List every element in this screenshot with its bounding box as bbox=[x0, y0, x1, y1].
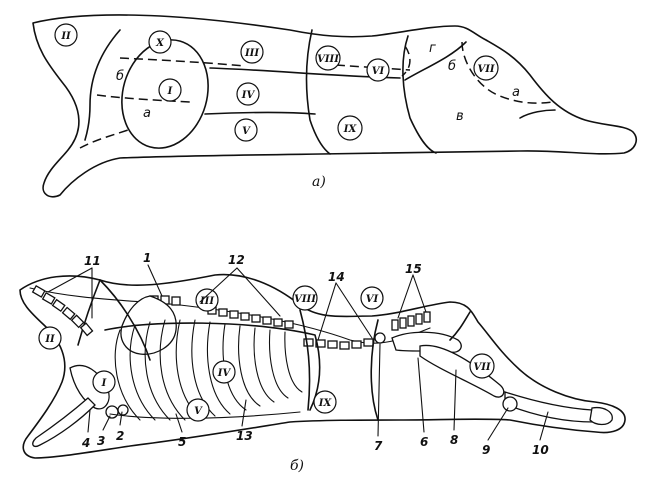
dashed-front-2 bbox=[96, 94, 191, 103]
elbow-joint bbox=[105, 405, 119, 419]
label-1: 1 bbox=[143, 251, 151, 265]
label-8: 8 bbox=[450, 433, 458, 447]
figure-b-region-VII: VII bbox=[469, 353, 495, 379]
svg-text:V: V bbox=[242, 126, 251, 137]
hip-line bbox=[404, 41, 467, 81]
figure-b-region-III: III bbox=[195, 288, 219, 312]
svg-text:III: III bbox=[244, 48, 259, 59]
svg-text:VIII: VIII bbox=[317, 54, 339, 65]
figure-b-region-VI: VI bbox=[360, 286, 384, 310]
svg-text:VI: VI bbox=[372, 66, 385, 77]
svg-text:IV: IV bbox=[241, 90, 256, 101]
shoulder-separator bbox=[99, 279, 151, 361]
figure-b-region-V: V bbox=[186, 398, 210, 422]
figure-a: II X III VIII VI VII I IV bbox=[32, 14, 637, 198]
neck-vertebrae bbox=[31, 285, 94, 337]
femur bbox=[419, 344, 505, 398]
svg-text:VII: VII bbox=[477, 64, 494, 75]
figure-a-region-VIII: VIII bbox=[315, 45, 341, 71]
svg-text:I: I bbox=[167, 86, 173, 97]
letter-g: г bbox=[429, 41, 436, 56]
label-7: 7 bbox=[374, 439, 383, 453]
hind-line bbox=[519, 109, 556, 119]
label-14: 14 bbox=[328, 270, 345, 284]
hoof bbox=[589, 406, 613, 426]
mid-line bbox=[204, 111, 316, 115]
leader-lines bbox=[47, 264, 549, 441]
figure-a-region-III: III bbox=[240, 40, 264, 64]
svg-text:IX: IX bbox=[343, 124, 358, 135]
figure-a-region-V: V bbox=[234, 118, 258, 142]
radius bbox=[32, 397, 96, 448]
svg-text:II: II bbox=[44, 334, 55, 345]
flank-line bbox=[299, 309, 311, 411]
ribcage-outline bbox=[104, 322, 321, 411]
svg-text:VIII: VIII bbox=[294, 294, 316, 305]
svg-text:IX: IX bbox=[318, 398, 333, 409]
figure-a-region-VI: VI bbox=[366, 58, 390, 82]
letter-a-front: а bbox=[143, 106, 151, 121]
figure-b-region-IV: IV bbox=[212, 360, 236, 384]
figure-b-region-I: I bbox=[92, 370, 116, 394]
neck-line bbox=[84, 29, 121, 141]
letter-v: в bbox=[456, 109, 464, 124]
svg-text:VI: VI bbox=[366, 294, 379, 305]
tibia bbox=[504, 391, 600, 423]
loin-rear-line bbox=[402, 35, 437, 154]
rump-dashed-oval bbox=[401, 45, 411, 77]
tail-joint bbox=[374, 332, 386, 344]
figure-b-region-II: II bbox=[38, 326, 62, 350]
label-10: 10 bbox=[532, 443, 549, 457]
figure-a-region-VII: VII bbox=[473, 55, 499, 81]
letter-a-rear: а bbox=[512, 85, 520, 100]
label-13: 13 bbox=[236, 429, 253, 443]
hind-dashed bbox=[461, 41, 553, 104]
svg-text:V: V bbox=[194, 406, 203, 417]
svg-text:IV: IV bbox=[217, 368, 232, 379]
figure-b-outline bbox=[19, 273, 626, 459]
figure-a-region-I: I bbox=[158, 78, 182, 102]
letter-b-rear: б bbox=[448, 59, 456, 74]
figure-a-caption: а) bbox=[312, 174, 326, 190]
label-6: 6 bbox=[420, 435, 428, 449]
label-4: 4 bbox=[81, 436, 90, 450]
label-15: 15 bbox=[405, 262, 422, 276]
hind-separator bbox=[370, 319, 379, 421]
figure-a-region-IV: IV bbox=[236, 82, 260, 106]
label-5: 5 bbox=[178, 435, 186, 449]
letter-b-front: б bbox=[116, 69, 124, 84]
figure-b-caption: б) bbox=[290, 458, 304, 474]
figure-a-outline bbox=[32, 14, 637, 198]
label-9: 9 bbox=[482, 443, 490, 457]
rump-curve bbox=[449, 311, 471, 341]
svg-text:III: III bbox=[199, 296, 214, 307]
figure-a-region-X: X bbox=[148, 30, 172, 54]
svg-text:VII: VII bbox=[473, 362, 490, 373]
sternum-joint bbox=[117, 404, 129, 416]
figure-b-region-IX: IX bbox=[313, 390, 337, 414]
loin-front-line bbox=[305, 29, 331, 155]
figure-a-region-II: II bbox=[54, 23, 78, 47]
label-11: 11 bbox=[84, 254, 101, 268]
hock-joint bbox=[502, 396, 518, 412]
label-12: 12 bbox=[228, 253, 245, 267]
figure-b-region-VIII: VIII bbox=[292, 285, 318, 311]
svg-text:I: I bbox=[101, 378, 107, 389]
pelvis bbox=[391, 331, 462, 353]
shoulder-oval bbox=[121, 39, 209, 149]
label-2: 2 bbox=[116, 429, 124, 443]
dashed-front-3 bbox=[79, 129, 129, 149]
label-3: 3 bbox=[97, 434, 105, 448]
figure-b: II III VIII VI I IV V IX bbox=[19, 251, 626, 474]
dorsal-vertebrae bbox=[149, 295, 431, 350]
svg-text:II: II bbox=[60, 31, 71, 42]
svg-text:X: X bbox=[155, 38, 165, 49]
neck-line-b bbox=[77, 279, 101, 346]
figure-a-region-IX: IX bbox=[337, 115, 363, 141]
dashed-front-1 bbox=[119, 57, 246, 67]
